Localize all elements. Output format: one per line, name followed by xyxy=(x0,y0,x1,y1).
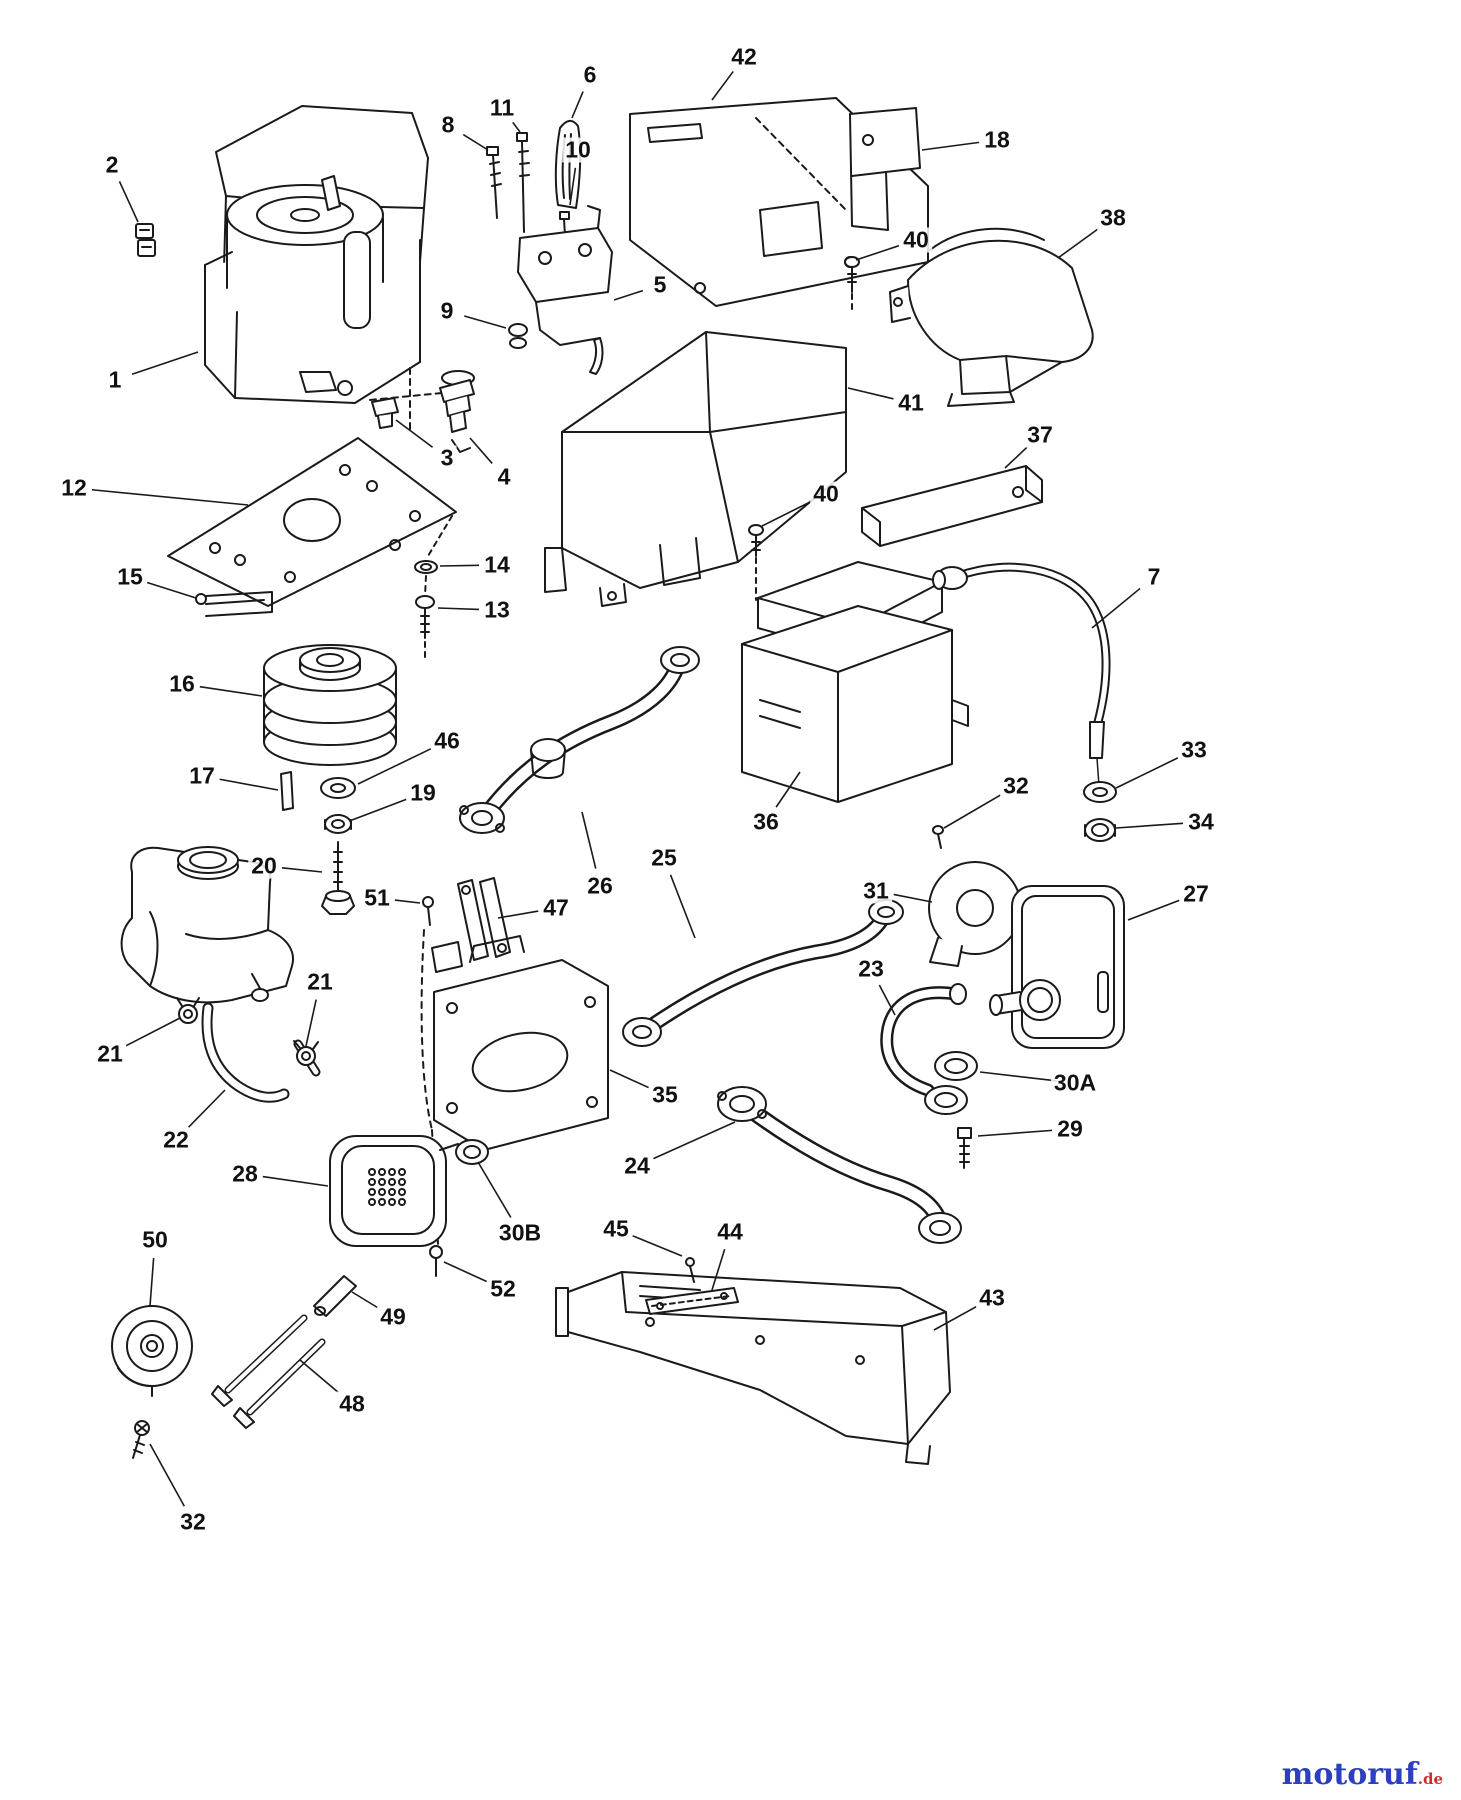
washer-46 xyxy=(320,777,356,799)
muffler-27 xyxy=(989,885,1125,1049)
screw-40-upper xyxy=(844,256,860,315)
mounting-plate xyxy=(167,437,457,607)
strap-47 xyxy=(431,877,511,973)
washer-9 xyxy=(508,323,528,349)
bracket-37 xyxy=(861,465,1043,547)
watermark: motoruf.de xyxy=(1282,1757,1443,1792)
bracket-44 xyxy=(645,1287,739,1315)
bolt-29 xyxy=(957,1127,972,1169)
bolt-11 xyxy=(516,132,530,233)
hose-clamp-b xyxy=(293,1040,319,1066)
bolt-52 xyxy=(429,1245,443,1277)
watermark-suffix: .de xyxy=(1417,1770,1443,1788)
plug-3 xyxy=(371,397,399,429)
screw-32-bottom xyxy=(132,1420,150,1459)
screw-40-lower xyxy=(748,524,764,601)
hose-clamp-a xyxy=(176,997,200,1024)
oil-sensor xyxy=(439,370,475,453)
bolt-8 xyxy=(486,146,502,219)
drive-pulley xyxy=(263,644,397,766)
flange-30A xyxy=(924,1051,978,1115)
screw-32-mid xyxy=(932,825,944,849)
bracket-18 xyxy=(849,107,921,231)
watermark-brand: motoruf xyxy=(1281,1757,1418,1792)
spacer-49 xyxy=(313,1275,357,1317)
lower-cover xyxy=(555,1271,951,1465)
idler-pulley-50 xyxy=(111,1305,193,1397)
blower-chute xyxy=(889,227,1094,407)
gasket-30B xyxy=(455,1139,489,1165)
washer-14 xyxy=(414,560,438,574)
exhaust-pipe-25 xyxy=(622,899,904,1047)
fuel-tank-assembly xyxy=(120,846,294,1004)
rod-15 xyxy=(195,591,273,617)
exhaust-pipe-23 xyxy=(880,983,967,1097)
screw-45 xyxy=(685,1257,695,1283)
control-lever xyxy=(554,120,582,209)
bolts-48 xyxy=(211,1314,326,1429)
engine xyxy=(204,105,429,404)
muffler-28 xyxy=(329,1135,459,1247)
key-17 xyxy=(280,771,294,811)
heat-shield-35 xyxy=(433,935,609,1151)
nut-19 xyxy=(324,814,352,834)
screw-51 xyxy=(422,896,434,926)
exhaust-pipe-24 xyxy=(717,1086,962,1244)
bolt-13 xyxy=(415,595,435,639)
muffler-shield xyxy=(928,861,1022,967)
choke-cable xyxy=(932,562,1111,787)
exhaust-pipe-26 xyxy=(459,646,700,834)
heat-tray xyxy=(741,561,969,803)
nut-34 xyxy=(1084,818,1116,842)
washer-33 xyxy=(1083,781,1117,803)
bolt-20 xyxy=(321,841,355,915)
connector-part xyxy=(135,223,156,257)
lever-bracket-assembly xyxy=(517,205,613,375)
